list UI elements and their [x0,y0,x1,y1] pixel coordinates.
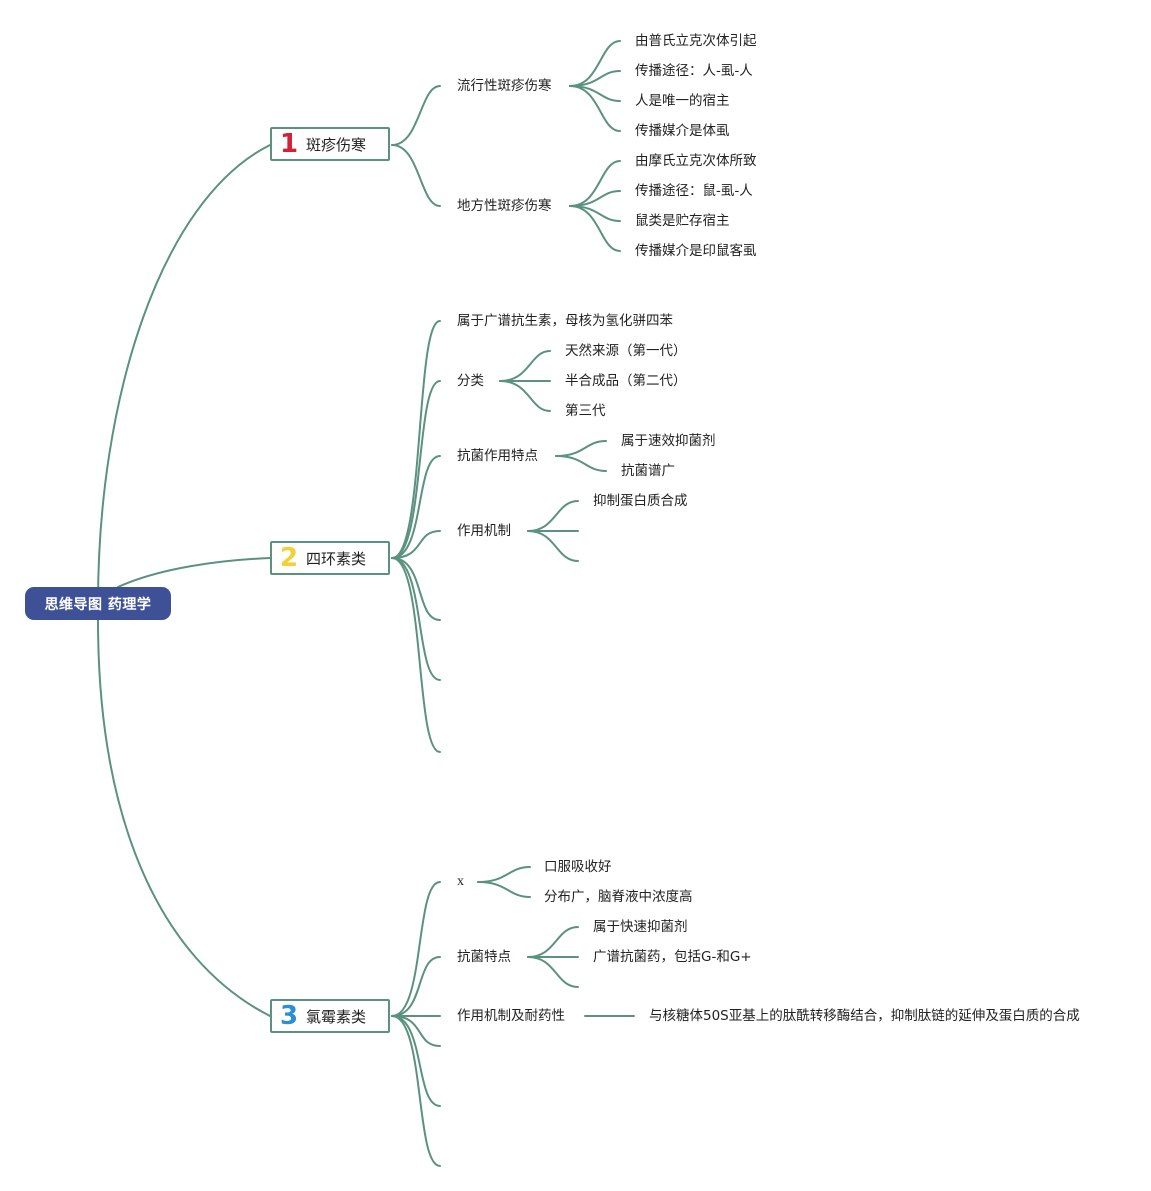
number-3-icon: 3 [279,1001,299,1031]
topic-chloramphenicols[interactable]: 3 氯霉素类 [270,999,390,1033]
leaf-node[interactable]: 鼠类是贮存宿主 [635,213,730,229]
topic-label: 氯霉素类 [306,1007,367,1026]
subtopic-x[interactable]: x [457,874,464,889]
topic-label: 四环素类 [306,549,367,568]
leaf-node[interactable]: 半合成品（第二代） [565,373,687,389]
leaf-node[interactable]: 天然来源（第一代） [565,343,687,359]
number-1-icon: 1 [279,129,299,159]
leaf-node[interactable]: 抑制蛋白质合成 [593,493,688,509]
leaf-node[interactable]: 属于快速抑菌剂 [593,919,688,935]
number-2-icon: 2 [279,543,299,573]
root-node[interactable]: 思维导图 药理学 [25,587,171,620]
leaf-node[interactable]: 口服吸收好 [544,859,612,875]
topic-tetracyclines[interactable]: 2 四环素类 [270,541,390,575]
leaf-node[interactable]: 由普氏立克次体引起 [635,33,757,49]
leaf-node[interactable]: 传播途径：鼠-虱-人 [635,183,753,199]
subtopic-classification[interactable]: 分类 [457,373,484,389]
topic-label: 斑疹伤寒 [306,135,367,154]
leaf-node[interactable]: 与核糖体50S亚基上的肽酰转移酶结合，抑制肽链的延伸及蛋白质的合成 [649,1008,1080,1024]
leaf-node[interactable]: 由摩氏立克次体所致 [635,153,757,169]
leaf-node[interactable]: 抗菌谱广 [621,463,675,479]
leaf-node[interactable]: 传播媒介是体虱 [635,123,730,139]
subtopic-epidemic-typhus[interactable]: 流行性斑疹伤寒 [457,78,552,94]
leaf-node[interactable]: 属于速效抑菌剂 [621,433,716,449]
subtopic-mechanism[interactable]: 作用机制 [457,523,511,539]
leaf-node[interactable]: 传播途径：人-虱-人 [635,63,753,79]
topic-typhus[interactable]: 1 斑疹伤寒 [270,127,390,161]
subtopic-intro[interactable]: 属于广谱抗生素，母核为氢化骈四苯 [457,313,673,329]
leaf-node[interactable]: 传播媒介是印鼠客虱 [635,243,757,259]
subtopic-antibacterial-features[interactable]: 抗菌特点 [457,949,511,965]
subtopic-antibacterial-features[interactable]: 抗菌作用特点 [457,448,538,464]
leaf-node[interactable]: 第三代 [565,403,606,419]
leaf-node[interactable]: 广谱抗菌药，包括G-和G+ [593,949,752,965]
subtopic-endemic-typhus[interactable]: 地方性斑疹伤寒 [457,198,552,214]
leaf-node[interactable]: 分布广，脑脊液中浓度高 [544,889,693,905]
leaf-node[interactable]: 人是唯一的宿主 [635,93,730,109]
subtopic-mechanism-resistance[interactable]: 作用机制及耐药性 [457,1008,565,1024]
